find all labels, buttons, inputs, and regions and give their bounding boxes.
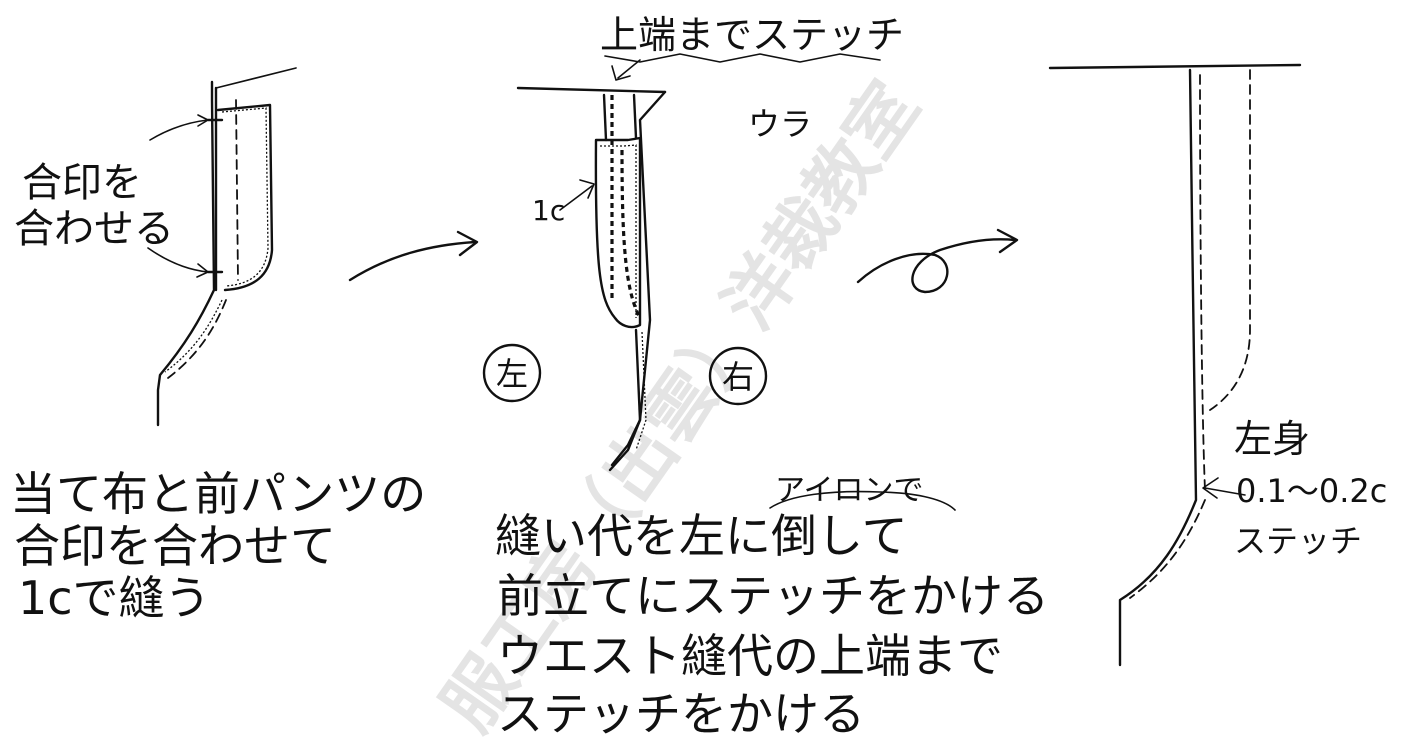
step2-seam-label: 1c: [532, 194, 565, 227]
step3-illustration: [1048, 63, 1302, 667]
step2-illustration: [516, 86, 667, 472]
step2-left-badge: 左: [482, 343, 542, 403]
step2-caption-line2: 前立てにステッチをかける: [497, 569, 1049, 623]
step1-caption-line3: 1cで縫う: [18, 571, 211, 625]
arrow-step1-to-step2: [348, 230, 479, 282]
step2-caption-line4: ステッチをかける: [497, 687, 865, 741]
step1-illustration: [147, 67, 297, 427]
step1-callout-line1: 合印を: [22, 160, 142, 206]
step2-caption-line3: ウエスト縫代の上端まで: [497, 629, 1003, 683]
step2-iron-note: アイロンで: [775, 473, 924, 508]
step2-back-label: ウラ: [748, 105, 812, 143]
step1-caption-line1: 当て布と前パンツの: [10, 467, 426, 521]
step1-caption-line2: 合印を合わせて: [14, 519, 336, 573]
step3-stitch-label: ステッチ: [1234, 522, 1362, 560]
step3-stitch-width: 0.1〜0.2c: [1236, 472, 1387, 510]
step2-right-badge: 右: [708, 346, 768, 406]
step2-top-note: 上端までステッチ: [600, 13, 904, 57]
step2-iron-bracket: [769, 490, 956, 511]
step2-caption-line1: 縫い代を左に倒して: [495, 509, 908, 563]
step2-top-note-underline: [604, 53, 881, 81]
step1-callout-line2: 合わせる: [14, 206, 174, 252]
step2-left-label: 左: [496, 355, 528, 393]
step2-right-label: 右: [722, 358, 754, 396]
step3-body-label: 左身: [1234, 417, 1310, 461]
arrow-step2-to-step3: [856, 228, 1019, 294]
